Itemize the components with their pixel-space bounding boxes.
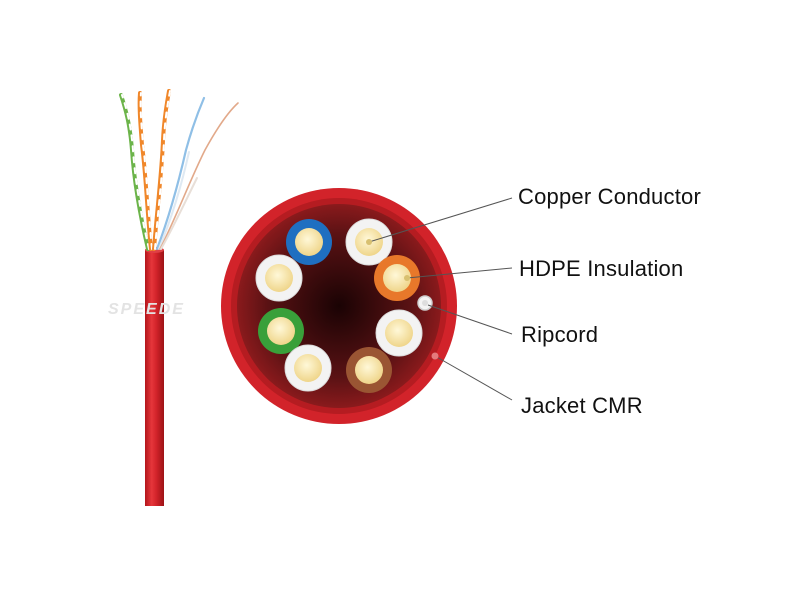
cable-core — [237, 204, 441, 408]
orange-pair-strand-b-white — [154, 90, 171, 250]
leader-lines — [368, 197, 513, 401]
orange-pair-strand-a-white — [139, 92, 153, 250]
cross-section — [221, 188, 457, 424]
conductor-blue — [286, 219, 332, 265]
brown-pair-strand — [159, 102, 239, 250]
label-ripcord: Ripcord — [521, 322, 599, 347]
leader-ripcord — [427, 304, 513, 335]
twisted-pairs — [119, 89, 239, 251]
conductor-orange — [374, 255, 420, 301]
blue-pair-strand-white — [158, 151, 190, 250]
watermark-text: SPEEDE — [108, 301, 185, 318]
conductor-white-left — [255, 254, 303, 302]
conductor-green — [258, 308, 304, 354]
cable-side-view — [145, 247, 164, 506]
leader-hdpe — [406, 267, 513, 279]
label-copper-conductor: Copper Conductor — [518, 184, 701, 209]
jacket-shaft — [145, 250, 164, 506]
conductor-brown — [346, 347, 392, 393]
green-pair-strand-white — [121, 94, 150, 250]
conductor-white-right — [375, 309, 423, 357]
conductor-white-bottom — [284, 344, 332, 392]
leader-copper — [368, 197, 513, 243]
leader-jacket — [434, 355, 513, 401]
leader-dots — [366, 239, 439, 360]
label-jacket: Jacket CMR — [521, 393, 643, 418]
blue-pair-strand — [155, 96, 206, 251]
label-hdpe-insulation: HDPE Insulation — [519, 256, 684, 281]
brown-pair-strand-white — [160, 177, 198, 250]
orange-pair-strand-a — [137, 91, 153, 251]
